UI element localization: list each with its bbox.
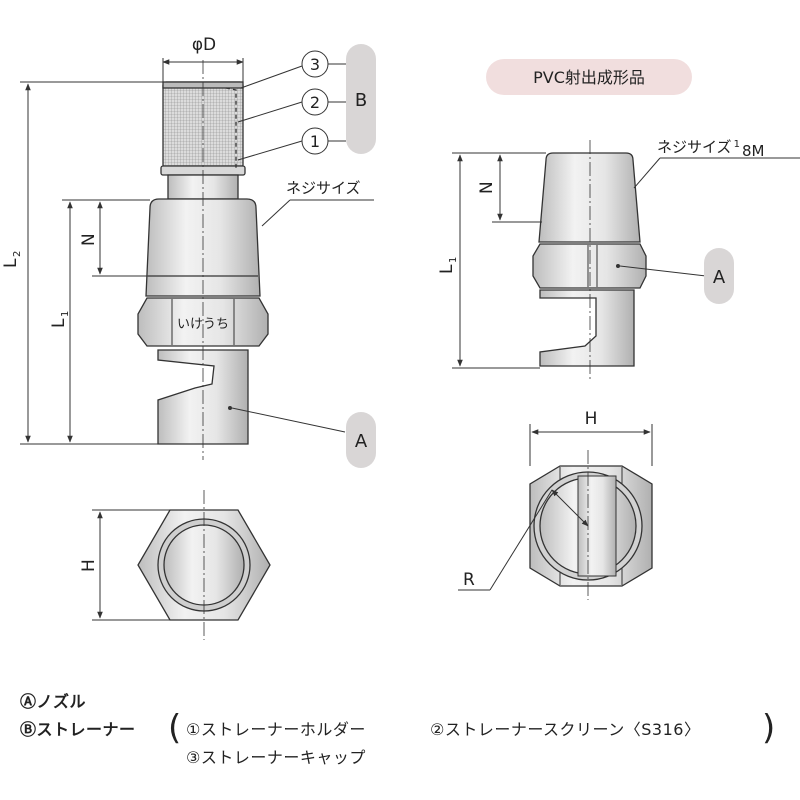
legend-paren-open: ( <box>168 708 182 748</box>
right-slotted-tip <box>539 289 635 367</box>
callout-1-text: 1 <box>310 132 320 151</box>
legend-part-2-spec: 〈S316〉 <box>624 720 701 739</box>
phi-d-label: φD <box>192 35 216 55</box>
svg-text:2: 2 <box>12 251 23 257</box>
right-dimension-lines <box>452 152 800 369</box>
dim-h-label-right: H <box>585 409 598 429</box>
left-dimension-lines <box>20 58 374 445</box>
legend-part-3: ③ストレーナーキャップ <box>186 748 366 767</box>
dim-r-label: R <box>463 570 475 590</box>
svg-text:L: L <box>437 264 457 274</box>
group-b-pill <box>346 44 376 154</box>
dim-l1-label-right: L 1 <box>437 257 459 274</box>
legend-strainer-label: Ⓑストレーナー <box>20 720 136 739</box>
left-hex-dim <box>92 509 170 621</box>
left-nozzle-side-view <box>137 60 269 460</box>
right-hex-dim <box>458 424 653 591</box>
material-badge-pill <box>486 59 692 95</box>
dim-h-label-left: H <box>79 559 99 572</box>
legend-nozzle-line: Ⓐノズル <box>20 688 86 712</box>
right-hex-end-view <box>529 450 653 600</box>
legend-paren-close: ) <box>762 708 776 748</box>
callout-2-text: 2 <box>310 93 320 112</box>
left-callouts <box>301 50 346 155</box>
dim-l1-label-left: L 1 <box>49 311 71 328</box>
right-nozzle-side-view <box>532 140 647 380</box>
left-hex-end-view <box>137 490 271 640</box>
svg-text:L: L <box>1 258 21 268</box>
body-a-pill-left <box>346 412 376 468</box>
legend-part-2: ②ストレーナースクリーン〈S316〉 <box>430 716 700 740</box>
material-badge-text: PVC射出成形品 <box>533 68 645 87</box>
brand-label: いけうち <box>177 317 229 332</box>
nozzle-hex-nut <box>137 297 269 347</box>
left-body-a-text: A <box>355 431 368 452</box>
right-body-a-text: A <box>713 267 726 288</box>
legend-nozzle-label: Ⓐノズル <box>20 692 87 711</box>
dim-n-label-left: N <box>79 233 99 246</box>
group-b-text: B <box>355 90 367 111</box>
callout-3-text: 3 <box>310 55 320 74</box>
left-thread-label: ネジサイズ <box>286 179 361 197</box>
dim-l2-label: L 2 <box>1 251 23 268</box>
svg-text:L: L <box>49 318 69 328</box>
legend-strainer-line: Ⓑストレーナー <box>20 716 136 740</box>
legend-part-2-label: ②ストレーナースクリーン <box>430 720 625 739</box>
svg-text:1: 1 <box>448 257 459 263</box>
dim-n-label-right: N <box>477 181 497 194</box>
right-hex-nut <box>532 243 647 289</box>
body-a-pill-right <box>704 248 734 304</box>
right-thread-body <box>538 152 641 243</box>
legend-part-1: ①ストレーナーホルダー <box>186 720 366 739</box>
svg-text:1: 1 <box>60 311 71 317</box>
